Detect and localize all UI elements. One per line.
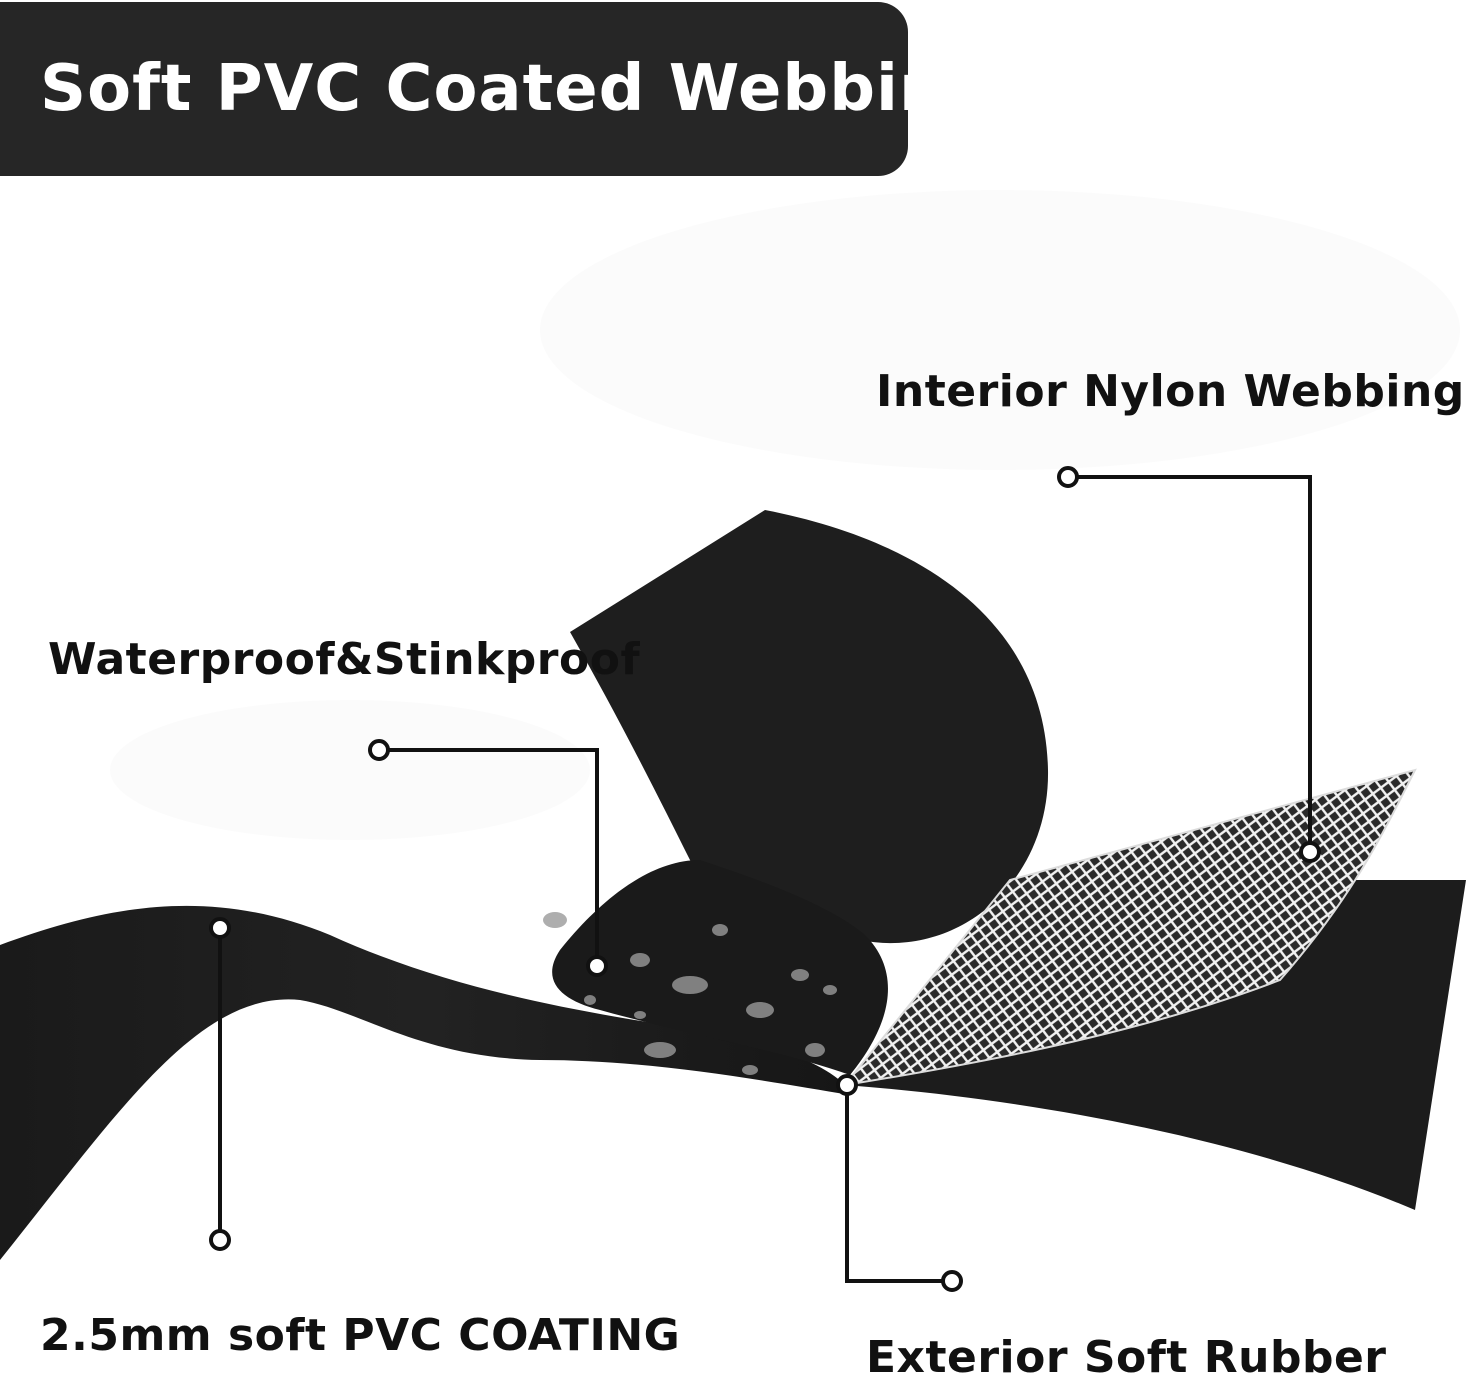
nylon-mesh [842,768,1417,1087]
callout-line-nylon [1068,475,1312,852]
callout-line-rubber [845,1085,952,1283]
label-pvc-coating: 2.5mm soft PVC COATING [40,1310,681,1361]
dot-pvc-start [209,917,231,939]
bg-blob [540,190,1460,470]
dot-rubber-start [836,1074,858,1096]
strap-fold [570,510,1049,944]
dot-pvc-end [209,1229,231,1251]
dot-water-end [586,955,608,977]
dot-nylon-end [1299,841,1321,863]
page-title: Soft PVC Coated Webbing [40,52,993,126]
label-exterior-rubber: Exterior Soft Rubber [866,1332,1387,1383]
strap-lower [0,905,850,1260]
strap-fold-inner [552,860,888,1075]
dot-nylon-start [1057,466,1079,488]
dot-rubber-end [941,1270,963,1292]
callout-dots [209,466,1321,1292]
bg-blob [110,700,590,840]
callout-lines [218,475,1312,1283]
dot-water-start [368,739,390,761]
title-banner: Soft PVC Coated Webbing [0,2,991,176]
callout-line-water [379,748,599,966]
label-interior-nylon: Interior Nylon Webbing [876,366,1465,417]
label-waterproof: Waterproof&Stinkproof [48,634,641,685]
water-droplets [543,912,837,1075]
